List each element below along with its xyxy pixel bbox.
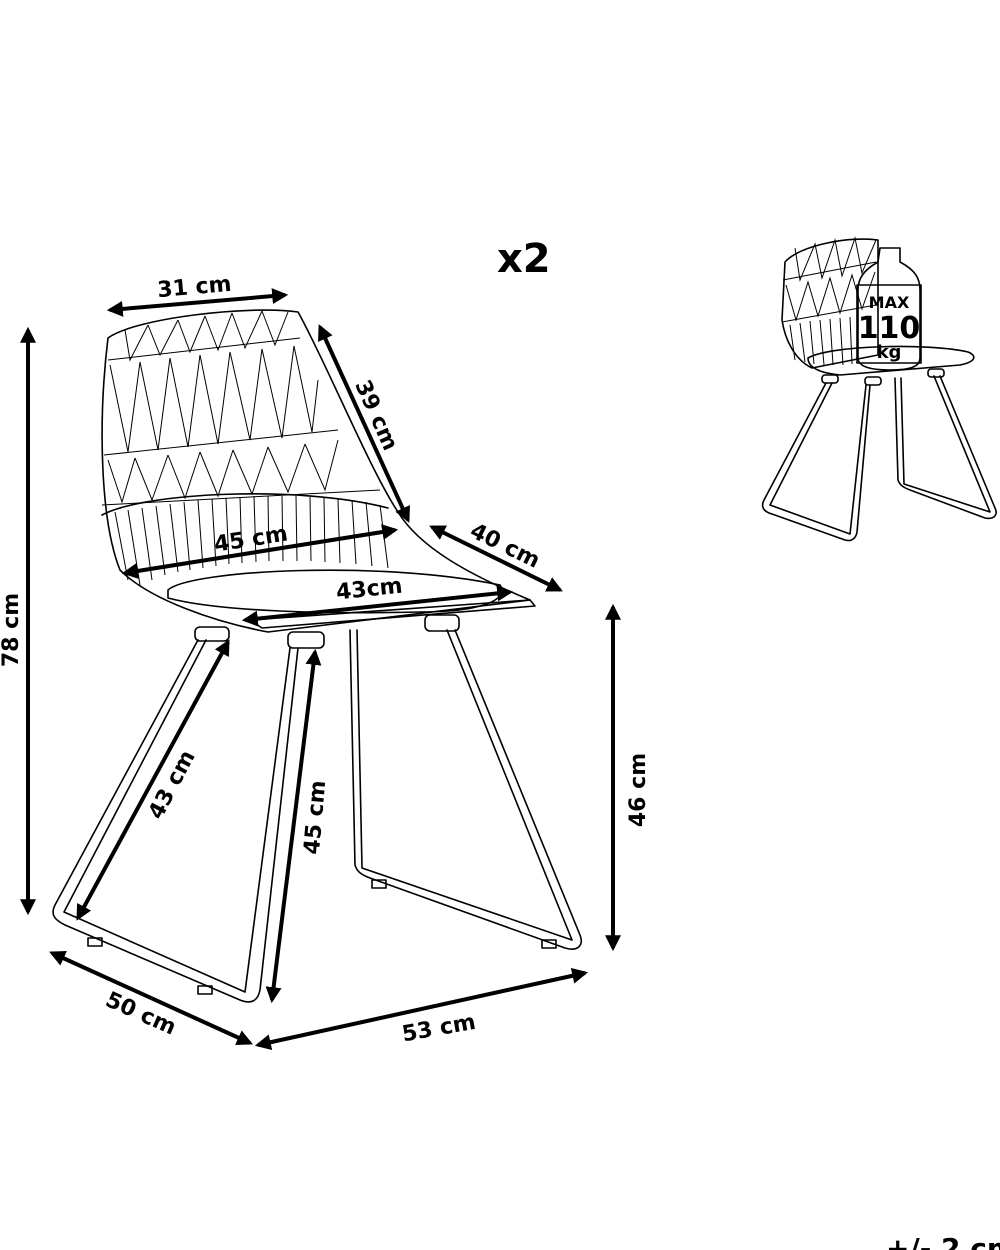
label-backrest-height: 39 cm <box>349 376 402 454</box>
label-seat-depth: 40 cm <box>466 519 544 574</box>
leg-mounts <box>194 614 460 649</box>
label-seat-height: 46 cm <box>626 753 651 827</box>
backrest-pattern <box>101 310 381 506</box>
arrow-backrest-top <box>106 288 289 317</box>
arrow-shell-width <box>121 524 399 579</box>
label-base-width: 53 cm <box>400 1010 477 1048</box>
load-max-label: MAX <box>869 293 910 312</box>
load-value: 110 <box>858 311 921 346</box>
load-badge: MAX 110 kg <box>858 293 921 363</box>
load-unit: kg <box>877 342 902 363</box>
label-leg-side: 45 cm <box>300 779 331 855</box>
arrow-base-depth <box>49 951 253 1045</box>
quantity-label: x2 <box>497 236 551 282</box>
arrow-seat-width <box>241 585 514 627</box>
arrow-backrest-height <box>318 324 410 523</box>
label-seat-width: 43cm <box>335 574 404 606</box>
arrow-base-width <box>254 967 589 1051</box>
arrow-leg-side <box>265 648 322 1004</box>
dimension-labels: 78 cm 31 cm 39 cm 45 cm 40 cm 43cm 43 cm… <box>0 272 651 1048</box>
tolerance-label: +/- 2 cm <box>886 1232 1000 1250</box>
arrow-seat-depth <box>429 525 563 592</box>
chair-shell-outline <box>101 309 531 633</box>
main-chair-illustration <box>52 309 582 1003</box>
label-base-depth: 50 cm <box>102 988 180 1041</box>
dimension-arrows <box>20 288 621 1051</box>
label-total-height: 78 cm <box>0 593 24 667</box>
arrow-leg-front <box>76 639 230 921</box>
load-chair-illustration <box>761 236 997 542</box>
